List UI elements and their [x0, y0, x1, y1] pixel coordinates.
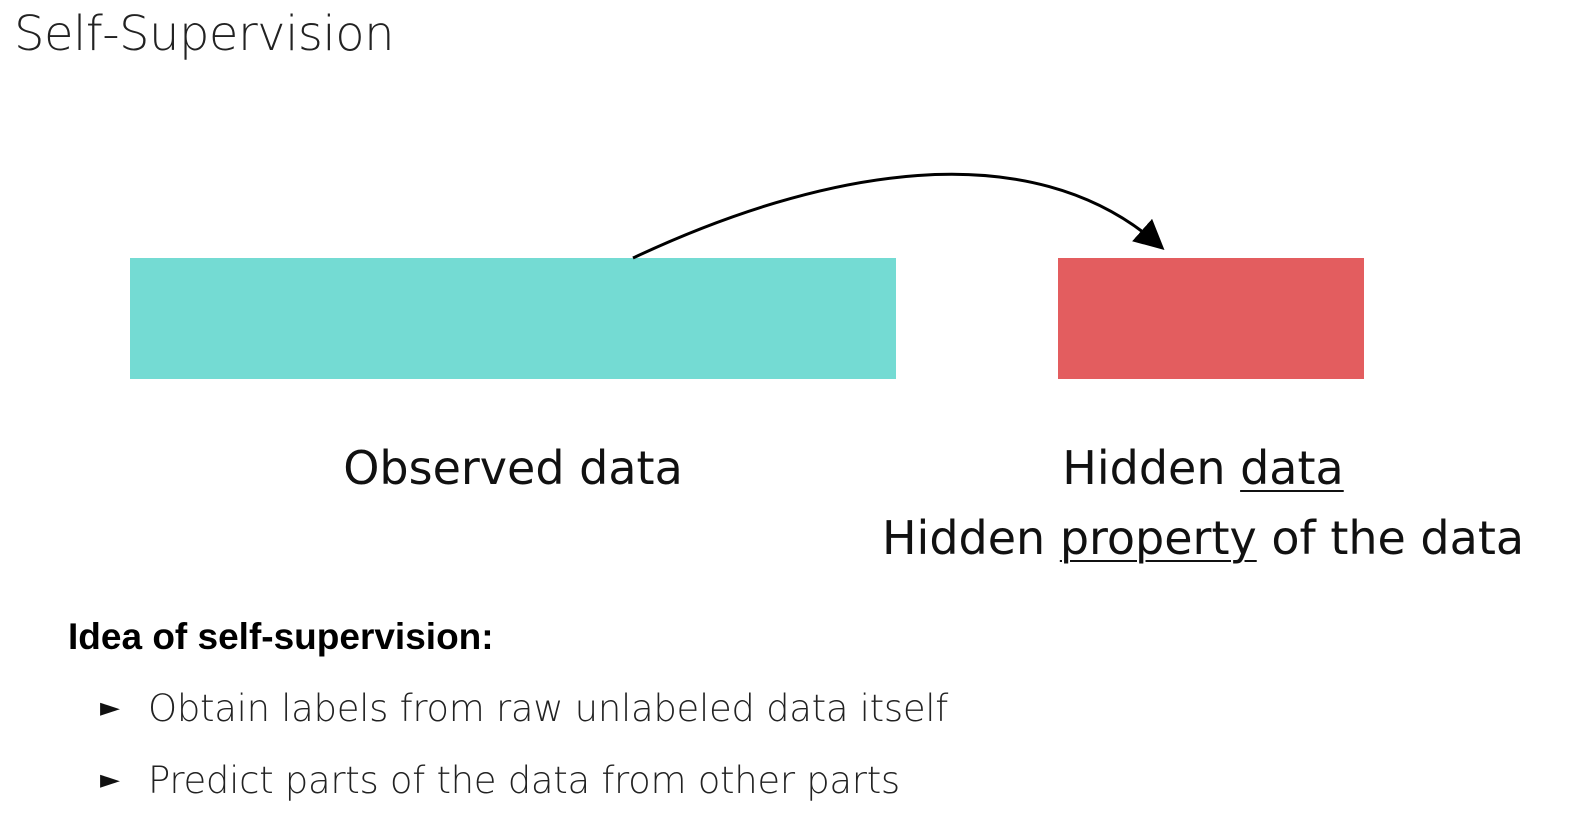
prediction-arrow	[632, 172, 1165, 260]
hidden-data-label: Hidden data	[858, 440, 1548, 496]
bullet-text: Obtain labels from raw unlabeled data it…	[148, 686, 949, 730]
list-item: ► Predict parts of the data from other p…	[100, 754, 948, 806]
slide-title: Self-Supervision	[14, 6, 395, 62]
hidden-property-label: Hidden property of the data	[858, 510, 1548, 566]
hidden-property-prefix: Hidden	[881, 511, 1060, 565]
hidden-data-block	[1058, 258, 1364, 379]
observed-data-label: Observed data	[343, 441, 683, 495]
bullet-text: Predict parts of the data from other par…	[148, 758, 900, 802]
idea-bullet-list: ► Obtain labels from raw unlabeled data …	[100, 682, 948, 826]
hidden-property-underlined: property	[1059, 511, 1257, 565]
observed-data-block	[130, 258, 896, 379]
bullet-arrow-icon: ►	[100, 765, 120, 795]
idea-heading: Idea of self-supervision:	[68, 616, 494, 657]
hidden-labels: Hidden data Hidden property of the data	[858, 440, 1548, 580]
bullet-arrow-icon: ►	[100, 693, 120, 723]
hidden-data-label-underlined: data	[1240, 441, 1344, 495]
list-item: ► Obtain labels from raw unlabeled data …	[100, 682, 948, 734]
hidden-data-label-prefix: Hidden	[1062, 441, 1241, 495]
hidden-property-suffix: of the data	[1256, 511, 1525, 565]
